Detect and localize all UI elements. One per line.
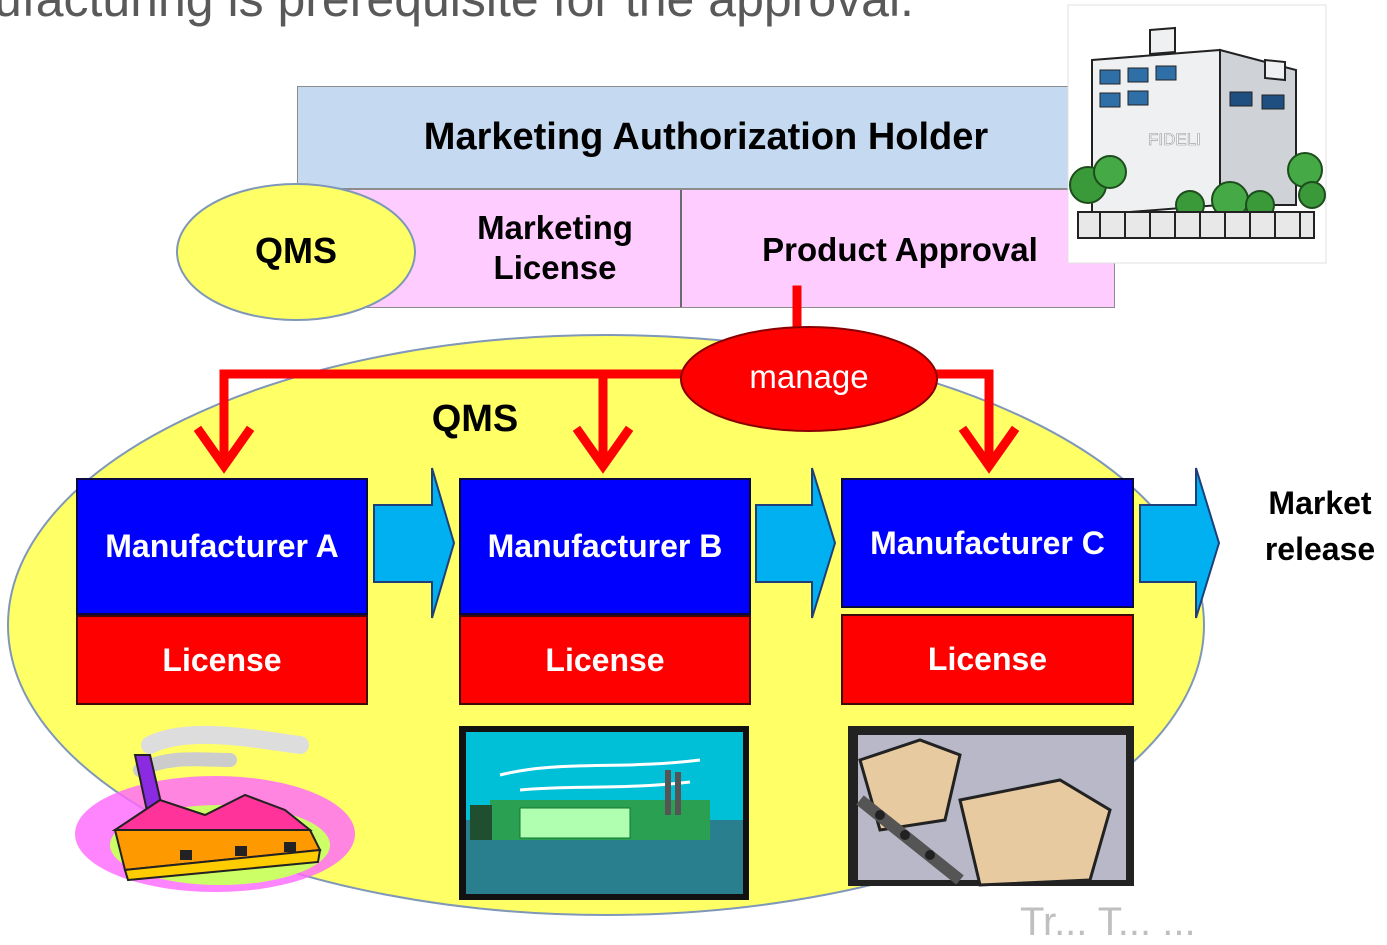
mah-qms-label: QMS	[254, 230, 337, 271]
supply-qms-label: QMS	[431, 398, 519, 440]
product-approval-label: Product Approval	[762, 231, 1038, 268]
manage-label: manage	[749, 358, 869, 395]
mah-row-divider	[680, 190, 682, 307]
manufacturer-a-license: License	[76, 615, 368, 705]
mah-header: Marketing Authorization Holder	[297, 86, 1115, 189]
manufacturer-b-box: Manufacturer B	[459, 478, 751, 615]
mah-licenses-row	[297, 189, 1115, 308]
manufacturer-c-license: License	[841, 614, 1134, 705]
manufacturer-b-license: License	[459, 615, 751, 705]
manufacturer-c-box: Manufacturer C	[841, 478, 1134, 608]
slide-title: ufacturing is prerequisite for the appro…	[0, 0, 914, 28]
manufacturer-a-box: Manufacturer A	[76, 478, 368, 615]
